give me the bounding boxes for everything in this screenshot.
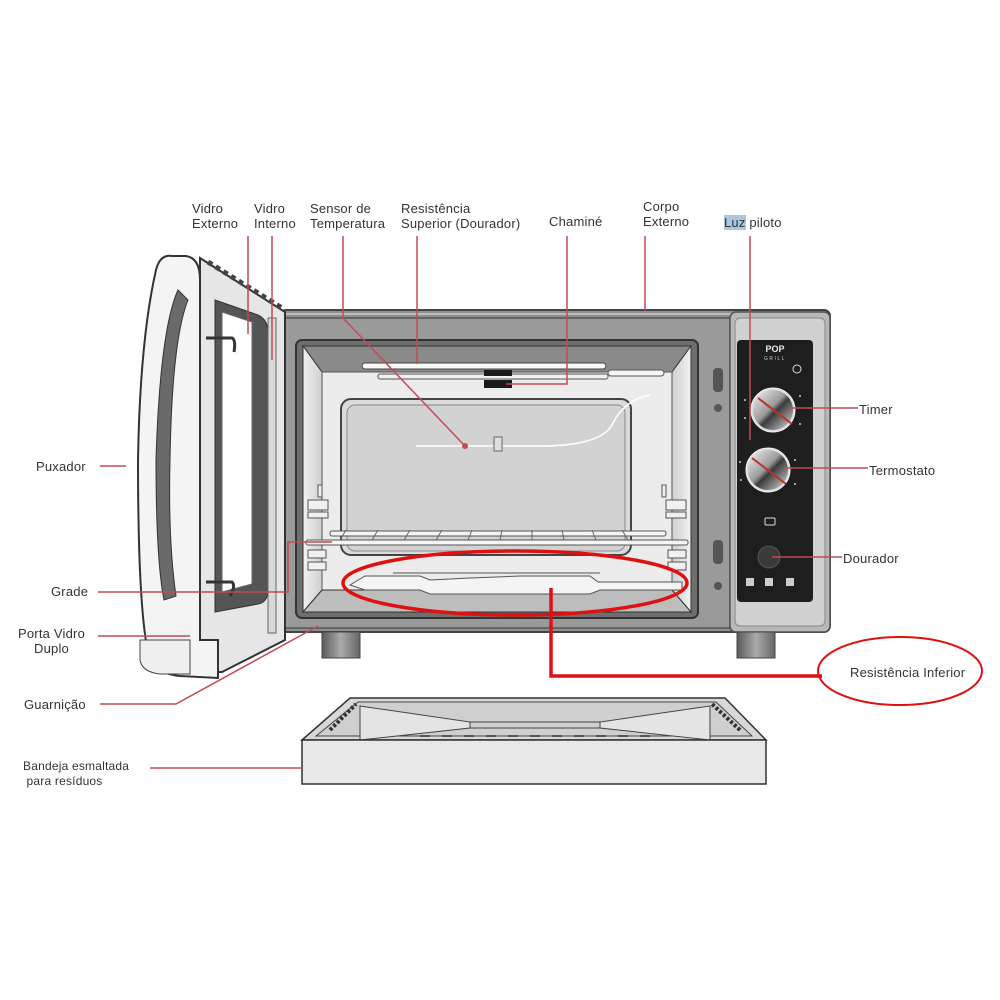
label-dourador: Dourador [843, 551, 899, 566]
label-sensor-temperatura: Sensor de Temperatura [310, 201, 386, 231]
label-luz-piloto-rest: piloto [745, 215, 782, 230]
label-grade: Grade [51, 584, 89, 599]
label-luz-piloto: Luz piloto [724, 215, 782, 230]
label-timer: Timer [859, 402, 893, 417]
label-luz-piloto-selected: Luz [724, 215, 746, 230]
label-resistencia-inferior: Resistência Inferior [850, 665, 966, 680]
label-guarnicao: Guarnição [24, 697, 86, 712]
label-chamine: Chaminé [549, 214, 603, 229]
label-puxador: Puxador [36, 459, 86, 474]
lower-element-highlight [341, 549, 983, 706]
label-corpo-externo: Corpo Externo [643, 199, 690, 229]
label-bandeja: Bandeja esmaltada para resíduos [23, 759, 130, 788]
label-vidro-externo: Vidro Externo [192, 201, 239, 231]
svg-text:GRILL: GRILL [764, 356, 786, 362]
oven-door [136, 254, 286, 680]
residue-tray [300, 697, 768, 785]
label-termostato: Termostato [869, 463, 936, 478]
brand-logo-text: POP [765, 344, 784, 354]
label-porta-vidro-duplo: Porta Vidro Duplo [18, 626, 85, 656]
leader-lines [98, 236, 868, 769]
label-vidro-interno: Vidro Interno [254, 201, 296, 231]
oven-body: POP GRILL [279, 309, 831, 659]
label-resistencia-superior: Resistência Superior (Dourador) [401, 201, 521, 231]
